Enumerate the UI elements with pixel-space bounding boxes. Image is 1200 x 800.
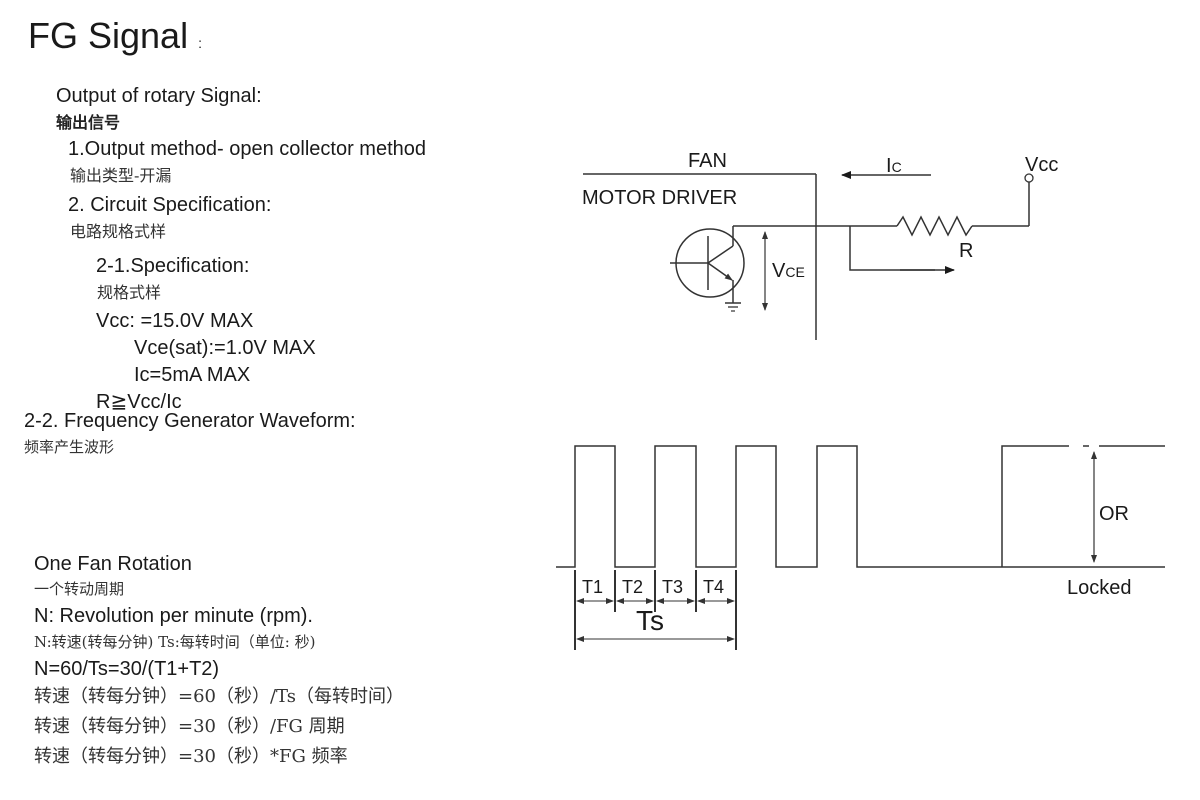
- spec-ic: Ic=5mA MAX: [134, 364, 251, 386]
- period-label-t4: T4: [703, 577, 724, 597]
- item2-circuit-spec-cn: 电路规格式样: [70, 222, 167, 241]
- ic-label: IC: [886, 155, 902, 177]
- title-text: FG Signal: [28, 15, 189, 56]
- vcc-label: Vcc: [1025, 154, 1058, 176]
- rpm-formula: N=60/Ts=30/(T1+T2): [34, 658, 220, 680]
- spec-heading: 2-1.Specification:: [96, 255, 250, 277]
- locked-high-line: [1001, 445, 1069, 567]
- resistor-label: R: [959, 240, 973, 262]
- page-title: FG Signal :: [28, 18, 202, 54]
- fan-label: FAN: [688, 150, 727, 172]
- fg-waveform: OR Locked T1 T2 T3 T4 Ts: [556, 445, 1165, 650]
- period-label-t2: T2: [622, 577, 643, 597]
- output-heading-cn: 输出信号: [56, 113, 121, 132]
- rpm-formula-cn-2: 转速（转每分钟）=30（秒）/FG 周期: [34, 716, 345, 737]
- spec-r: R≧Vcc/Ic: [96, 391, 182, 413]
- vcc-terminal-icon: [1024, 173, 1034, 183]
- vce-label: VCE: [772, 260, 805, 282]
- spec-heading-cn: 规格式样: [97, 283, 162, 302]
- output-heading: Output of rotary Signal:: [56, 85, 262, 107]
- waveform-heading-cn: 频率产生波形: [24, 438, 115, 456]
- period-markers: [574, 570, 737, 650]
- rpm-definition: N: Revolution per minute (rpm).: [34, 605, 313, 627]
- ground-icon: [725, 302, 741, 312]
- resistor-icon: [896, 215, 973, 237]
- rotation-heading-cn: 一个转动周期: [34, 580, 125, 598]
- rpm-formula-cn-3: 转速（转每分钟）=30（秒）*FG 频率: [34, 746, 348, 767]
- npn-transistor-icon: [670, 226, 745, 303]
- item1-output-method: 1.Output method- open collector method: [68, 138, 426, 160]
- waveform-pulses: [556, 445, 1165, 568]
- waveform-heading: 2-2. Frequency Generator Waveform:: [24, 410, 356, 432]
- or-label: OR: [1099, 503, 1129, 525]
- period-label-t1: T1: [582, 577, 603, 597]
- rpm-formula-cn-1: 转速（转每分钟）=60（秒）/Ts（每转时间）: [34, 686, 404, 707]
- rpm-definition-cn: N:转速(转每分钟) Ts:每转时间（单位: 秒): [34, 633, 316, 651]
- spec-vce-sat: Vce(sat):=1.0V MAX: [134, 337, 316, 359]
- period-label-ts: Ts: [636, 605, 664, 636]
- locked-label: Locked: [1067, 577, 1132, 599]
- period-label-t3: T3: [662, 577, 683, 597]
- circuit-diagram: FAN MOTOR DRIVER VCE R V: [582, 150, 1058, 340]
- item2-circuit-spec: 2. Circuit Specification:: [68, 194, 272, 216]
- rotation-heading: One Fan Rotation: [34, 553, 192, 575]
- output-branch-wire: [849, 226, 935, 271]
- spec-vcc: Vcc: =15.0V MAX: [96, 310, 254, 332]
- title-colon: :: [198, 35, 202, 51]
- motor-driver-label: MOTOR DRIVER: [582, 187, 737, 209]
- item1-output-method-cn: 输出类型-开漏: [70, 166, 172, 185]
